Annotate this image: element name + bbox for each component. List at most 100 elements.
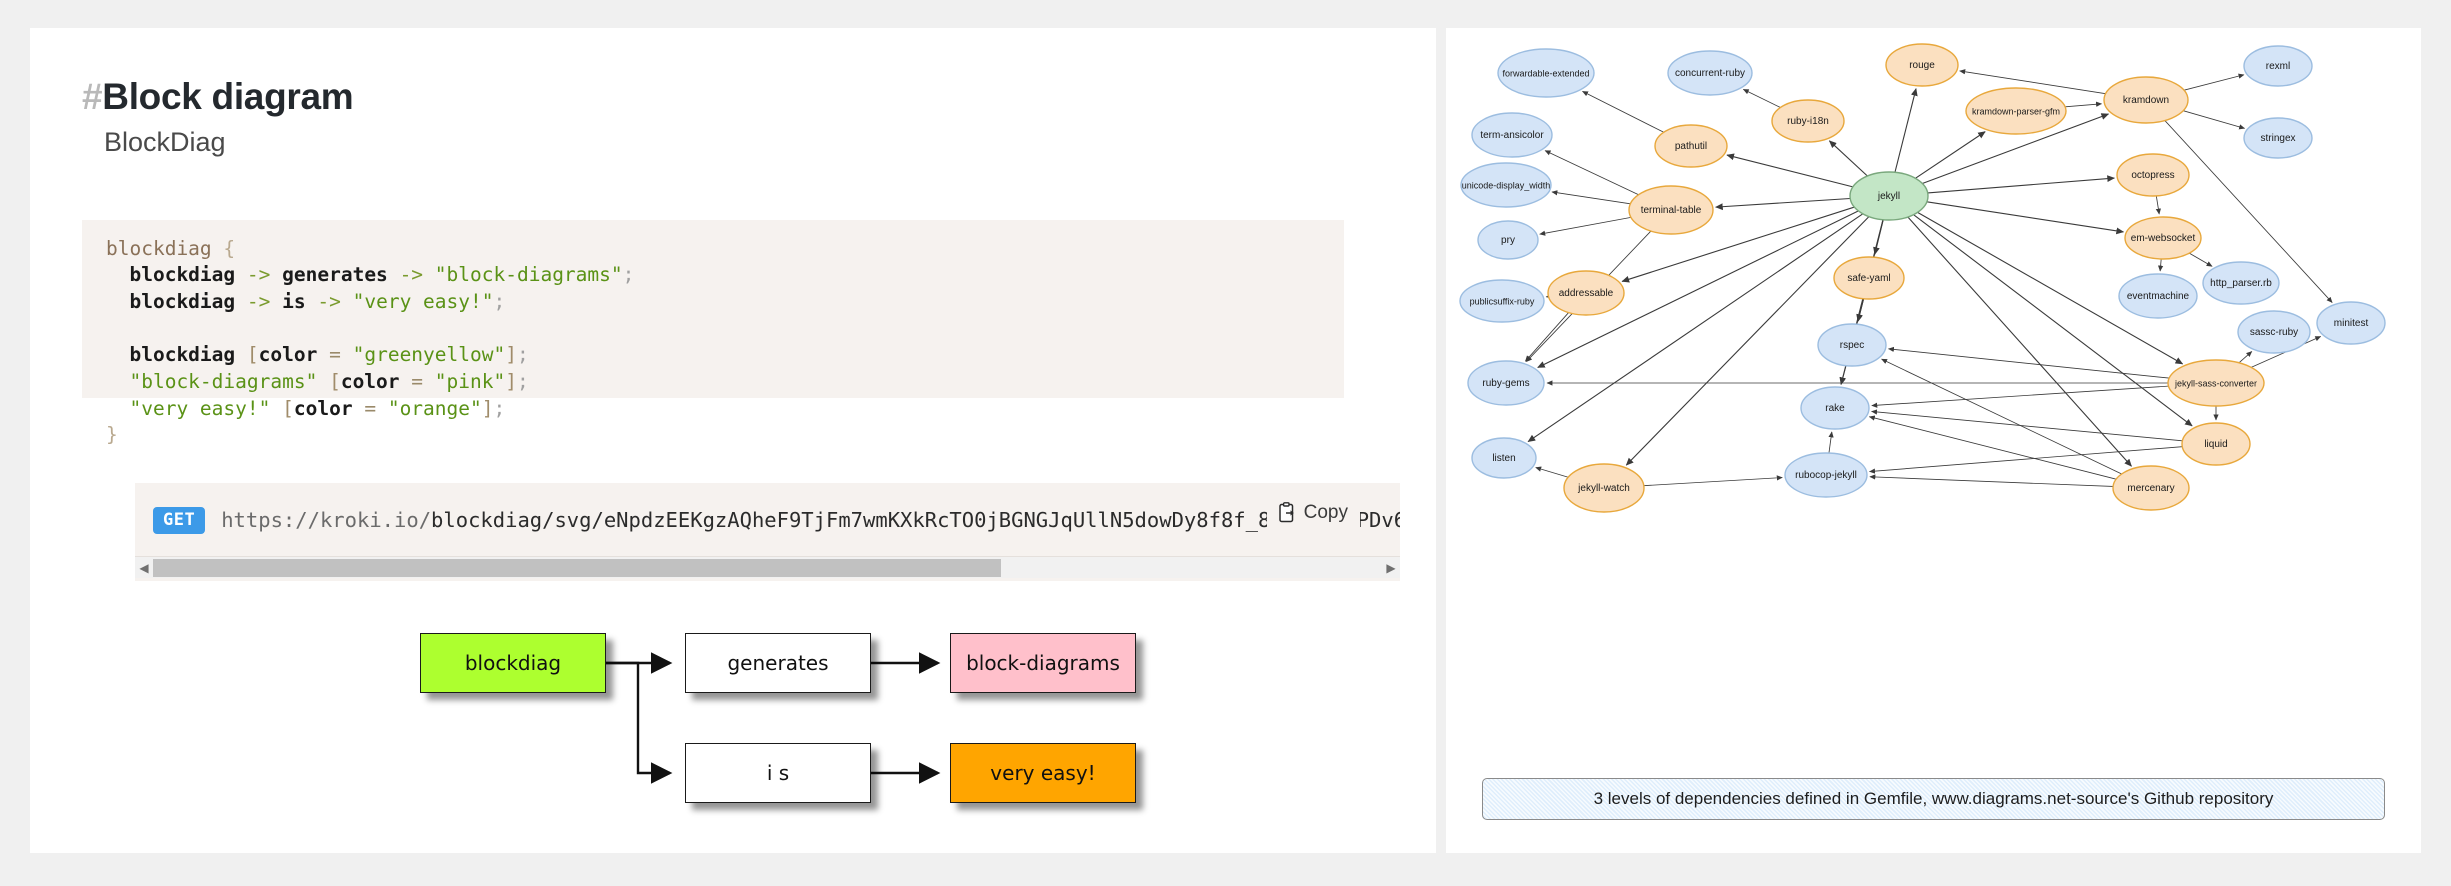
graph-edge (2183, 73, 2245, 91)
graph-node-listen[interactable]: listen (1471, 437, 1537, 479)
url-prefix: https://kroki.io/ (221, 508, 432, 532)
graph-node-pry[interactable]: pry (1477, 220, 1539, 260)
graph-node-shape (1628, 185, 1714, 235)
scroll-left-arrow-icon[interactable]: ◀ (139, 560, 149, 575)
graph-node-label: ruby-gems (1482, 378, 1529, 389)
clipboard-icon (1278, 502, 1294, 523)
graph-node-label: rubocop-jekyll (1795, 470, 1857, 481)
page-title-text: Block diagram (102, 76, 354, 117)
url-row: GET https://kroki.io/blockdiag/svg/eNpdz… (153, 499, 1400, 541)
graph-node-rspec[interactable]: rspec (1817, 323, 1887, 367)
graph-edge (1871, 385, 2169, 408)
graph-node-shape (2243, 45, 2313, 87)
graph-node-rubocop-jekyll[interactable]: rubocop-jekyll (1784, 452, 1868, 498)
graph-node-http_parser.rb[interactable]: http_parser.rb (2202, 261, 2280, 305)
graph-node-kramdown[interactable]: kramdown (2103, 76, 2189, 124)
graph-edge (2183, 110, 2246, 130)
graph-node-label: eventmachine (2127, 291, 2190, 302)
graph-edge (1551, 190, 1631, 205)
graph-node-shape (2103, 76, 2189, 124)
page-title: #Block diagram (82, 76, 1406, 117)
graph-edge (1726, 153, 1854, 188)
graph-node-shape (1885, 43, 1959, 87)
graph-edge (1959, 69, 2106, 95)
graph-node-label: jekyll-watch (1577, 483, 1630, 494)
graph-node-label: safe-yaml (1847, 273, 1890, 284)
dependency-graph-card: forwardable-extended concurrent-ruby rouge… (1446, 28, 2421, 853)
graph-node-ruby-gems[interactable]: ruby-gems (1467, 360, 1545, 406)
graph-edge (1927, 175, 2115, 194)
copy-button[interactable]: Copy (1266, 495, 1360, 532)
graph-node-em-websocket[interactable]: em-websocket (2124, 216, 2202, 260)
graph-node-rexml[interactable]: rexml (2243, 45, 2313, 87)
graph-node-forwardable-extended[interactable]: forwardable-extended (1497, 48, 1595, 98)
graph-node-liquid[interactable]: liquid (2181, 422, 2251, 466)
graph-edge (1535, 466, 1569, 478)
graph-node-publicsuffix-ruby[interactable]: publicsuffix-ruby (1459, 279, 1545, 323)
graph-edge (1525, 312, 1569, 362)
graph-node-label: rouge (1909, 60, 1935, 71)
graph-node-label: kramdown-parser-gfm (1972, 107, 2060, 117)
graph-node-rake[interactable]: rake (1800, 386, 1870, 430)
graph-node-label: ruby-i18n (1787, 116, 1829, 127)
graph-node-shape (1467, 360, 1545, 406)
graph-node-mercenary[interactable]: mercenary (2112, 465, 2190, 511)
graph-node-shape (1547, 270, 1625, 316)
graph-nodes: forwardable-extended concurrent-ruby rouge… (1459, 43, 2386, 513)
http-method-badge: GET (153, 506, 206, 534)
block-node-block-diagrams: block-diagrams (950, 633, 1136, 693)
graph-node-shape (1667, 50, 1753, 96)
url-text[interactable]: https://kroki.io/blockdiag/svg/eNpdzEEKg… (221, 508, 1400, 532)
scrollbar-thumb[interactable] (153, 558, 1001, 577)
graph-node-addressable[interactable]: addressable (1547, 270, 1625, 316)
graph-node-minitest[interactable]: minitest (2316, 301, 2386, 345)
graph-edge (1913, 214, 2193, 427)
graph-node-concurrent-ruby[interactable]: concurrent-ruby (1667, 50, 1753, 96)
graph-node-shape (2124, 216, 2202, 260)
graph-node-shape (1459, 279, 1545, 323)
graph-node-eventmachine[interactable]: eventmachine (2118, 273, 2198, 319)
graph-node-label: minitest (2334, 318, 2369, 329)
graph-edge (1715, 197, 1851, 211)
graph-node-pathutil[interactable]: pathutil (1654, 124, 1728, 168)
graph-node-octopress[interactable]: octopress (2116, 153, 2190, 197)
graph-edge (2238, 351, 2253, 364)
graph-edge (1888, 346, 2170, 379)
block-node-very-easy: very easy! (950, 743, 1136, 803)
graph-edge (1871, 409, 2183, 442)
graph-node-label: mercenary (2127, 483, 2174, 494)
graph-node-jekyll-sass-converter[interactable]: jekyll-sass-converter (2167, 359, 2265, 407)
graph-edge (1881, 358, 2122, 475)
graph-node-kramdown-parser-gfm[interactable]: kramdown-parser-gfm (1965, 87, 2067, 135)
graph-edge (1828, 140, 1868, 177)
graph-node-shape (1460, 162, 1552, 208)
code-block[interactable]: blockdiag { blockdiag -> generates -> "b… (82, 219, 1344, 446)
scroll-right-arrow-icon[interactable]: ▶ (1386, 560, 1396, 575)
graph-node-rouge[interactable]: rouge (1885, 43, 1959, 87)
graph-node-shape (1833, 256, 1905, 300)
graph-node-unicode-display_width[interactable]: unicode-display_width (1460, 162, 1552, 208)
graph-edge (1869, 446, 2183, 474)
graph-node-label: rspec (1840, 340, 1864, 351)
graph-node-shape (2116, 153, 2190, 197)
url-panel: GET https://kroki.io/blockdiag/svg/eNpdz… (135, 483, 1400, 581)
graph-node-term-ansicolor[interactable]: term-ansicolor (1471, 112, 1553, 158)
graph-edges (1525, 69, 2333, 487)
graph-node-shape (2181, 422, 2251, 466)
graph-node-terminal-table[interactable]: terminal-table (1628, 185, 1714, 235)
horizontal-scrollbar[interactable]: ◀ ▶ (135, 556, 1400, 578)
graph-node-shape (1849, 171, 1929, 221)
graph-node-sassc-ruby[interactable]: sassc-ruby (2237, 310, 2311, 354)
scrollbar-track[interactable] (153, 558, 1382, 577)
graph-node-shape (1800, 386, 1870, 430)
graph-node-shape (1784, 452, 1868, 498)
graph-node-label: addressable (1559, 288, 1614, 299)
graph-edge (2189, 252, 2213, 267)
graph-node-ruby-i18n[interactable]: ruby-i18n (1771, 99, 1845, 143)
graph-node-shape (1563, 463, 1645, 513)
graph-node-safe-yaml[interactable]: safe-yaml (1833, 256, 1905, 300)
graph-node-jekyll[interactable]: jekyll (1849, 171, 1929, 221)
graph-node-jekyll-watch[interactable]: jekyll-watch (1563, 463, 1645, 513)
graph-node-stringex[interactable]: stringex (2243, 117, 2313, 159)
